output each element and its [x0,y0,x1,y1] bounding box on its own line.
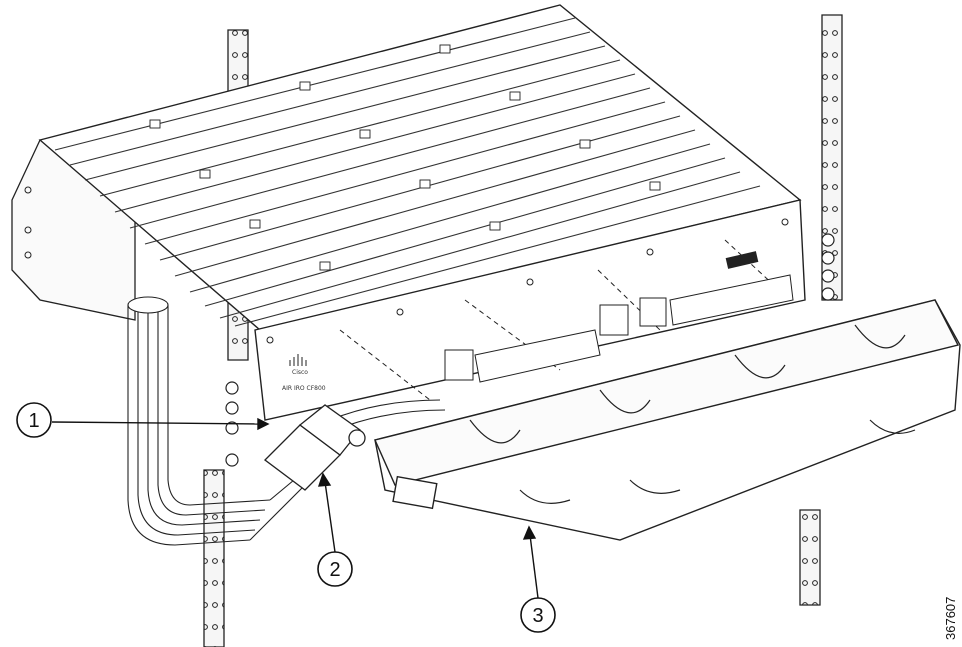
brand-label: Cisco [292,369,308,376]
callout-3-label: 3 [532,605,543,627]
right-rail-screws [821,233,835,301]
right-rack-rail [799,14,843,606]
figure-id: 367607 [943,597,958,640]
model-label: AIR IRO CF800 [282,385,326,392]
callout-leaders [51,417,539,599]
callout-3: 3 [520,597,556,633]
cable-connector [264,404,366,491]
callout-1: 1 [16,402,52,438]
cable-cover [374,299,961,541]
router-chassis: Cisco AIR IRO CF800 [11,4,806,421]
heat-sink-fins [54,17,761,327]
left-rail-screws [225,381,239,467]
callout-2-label: 2 [329,559,340,581]
callout-1-label: 1 [28,410,39,432]
cisco-logo: Cisco AIR IRO CF800 [282,354,326,392]
callout-2: 2 [317,551,353,587]
